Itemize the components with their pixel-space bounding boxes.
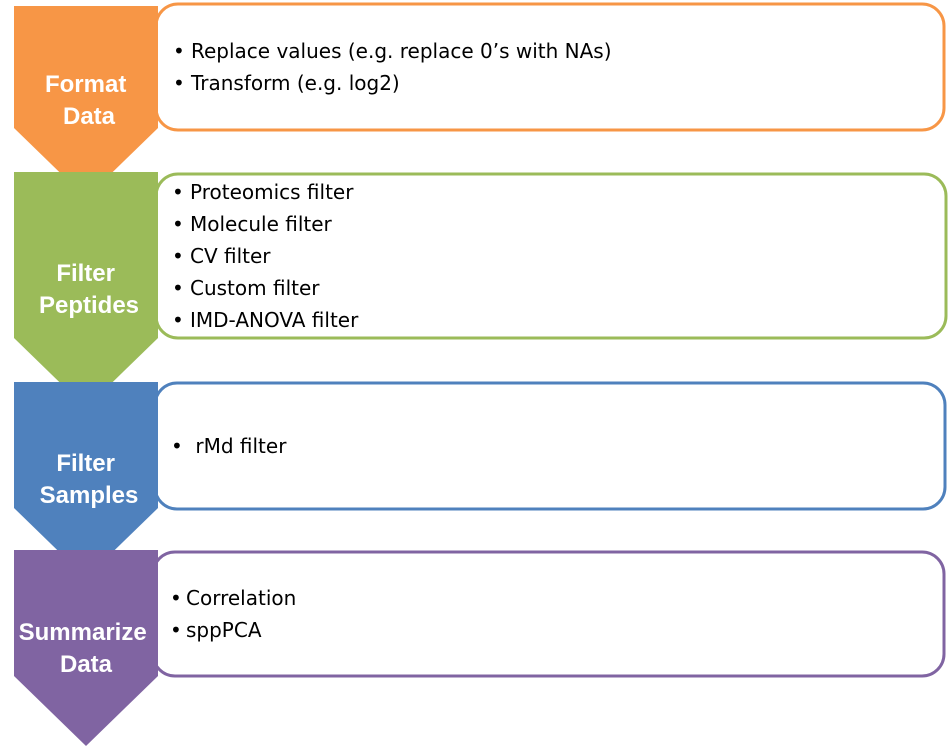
bullet-marker: • — [170, 618, 182, 642]
bullet-marker: • — [172, 276, 184, 300]
bullet-marker: • — [170, 586, 182, 610]
list-item: Custom filter — [190, 276, 320, 300]
list-item: IMD-ANOVA filter — [190, 308, 359, 332]
bullet-marker: • — [171, 434, 183, 458]
bullet-marker: • — [173, 39, 185, 63]
list-item: sppPCA — [186, 618, 262, 642]
step-filter-peptides: Filter Peptides • Proteomics filter • Mo… — [14, 172, 948, 408]
list-item: Transform (e.g. log2) — [190, 71, 400, 95]
bullet-marker: • — [173, 71, 185, 95]
list-item: Proteomics filter — [190, 180, 354, 204]
step-box-format-data — [154, 2, 946, 132]
chevron-filter-peptides — [14, 172, 158, 408]
bullet-marker: • — [172, 180, 184, 204]
list-item: rMd filter — [189, 434, 287, 458]
step-box-summarize-data — [151, 550, 946, 678]
list-item: Molecule filter — [190, 212, 333, 236]
step-items-filter-peptides: • Proteomics filter • Molecule filter • … — [172, 180, 359, 332]
chevron-summarize-data — [14, 550, 158, 746]
step-format-data: Format Data • Replace values (e.g. repla… — [14, 2, 946, 198]
chevron-label-filter-peptides: Filter Peptides — [39, 260, 139, 319]
list-item: CV filter — [190, 244, 271, 268]
chevron-label-summarize-data: Summarize Data — [19, 619, 154, 678]
bullet-marker: • — [172, 212, 184, 236]
list-item: Replace values (e.g. replace 0’s with NA… — [191, 39, 612, 63]
step-items-summarize-data: • Correlation • sppPCA — [170, 586, 296, 642]
step-items-filter-samples: • rMd filter — [171, 434, 287, 458]
step-summarize-data: Summarize Data • Correlation • sppPCA — [14, 550, 946, 746]
chevron-filter-samples — [14, 382, 158, 578]
list-item: Correlation — [186, 586, 296, 610]
chevron-label-format-data: Format Data — [45, 71, 133, 130]
chevron-label-filter-samples: Filter Samples — [40, 450, 139, 509]
step-items-format-data: • Replace values (e.g. replace 0’s with … — [173, 39, 612, 95]
bullet-marker: • — [172, 308, 184, 332]
bullet-marker: • — [172, 244, 184, 268]
chevron-format-data — [14, 6, 158, 198]
step-filter-samples: Filter Samples • rMd filter — [14, 381, 947, 578]
